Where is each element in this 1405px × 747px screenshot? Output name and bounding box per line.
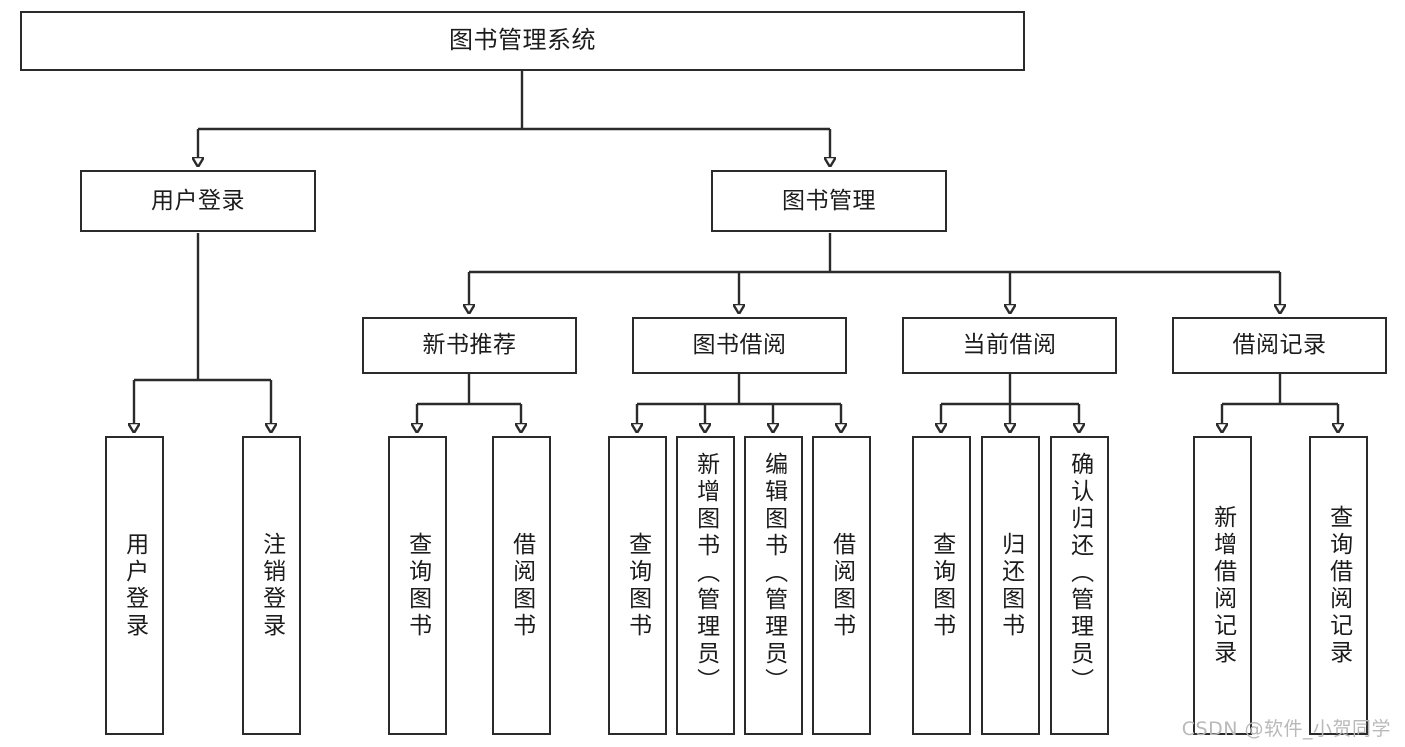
leaf-user-login-logout[interactable]: 注销登录 <box>242 436 301 735</box>
leaf-record-add-record-label: 新增借阅记录 <box>1209 504 1236 667</box>
leaf-record-add-record[interactable]: 新增借阅记录 <box>1193 436 1252 735</box>
node-user-login[interactable]: 用户登录 <box>80 170 316 232</box>
leaf-current-confirm-return[interactable]: 确认归还（管理员） <box>1050 436 1109 735</box>
leaf-recommend-query-book[interactable]: 查询图书 <box>388 436 447 735</box>
node-book-management[interactable]: 图书管理 <box>711 170 947 232</box>
leaf-borrow-edit-book-label: 编辑图书（管理员） <box>760 452 787 695</box>
leaf-current-confirm-return-label: 确认归还（管理员） <box>1066 452 1093 695</box>
node-root-system[interactable]: 图书管理系统 <box>20 11 1025 71</box>
node-current-borrow-label: 当前借阅 <box>962 332 1057 359</box>
node-borrow-record[interactable]: 借阅记录 <box>1172 317 1387 374</box>
leaf-borrow-add-book-label: 新增图书（管理员） <box>692 452 719 695</box>
csdn-watermark: CSDN @软件_小贺同学 <box>1181 718 1391 740</box>
node-book-borrow-label: 图书借阅 <box>692 332 787 359</box>
leaf-current-query-book[interactable]: 查询图书 <box>912 436 971 735</box>
node-root-system-label: 图书管理系统 <box>449 26 596 55</box>
leaf-current-return-book[interactable]: 归还图书 <box>981 436 1040 735</box>
node-borrow-record-label: 借阅记录 <box>1232 332 1327 359</box>
node-user-login-label: 用户登录 <box>151 187 245 214</box>
leaf-borrow-add-book[interactable]: 新增图书（管理员） <box>676 436 735 735</box>
node-book-borrow[interactable]: 图书借阅 <box>632 317 847 374</box>
node-book-management-label: 图书管理 <box>782 187 876 214</box>
leaf-user-login-login-label: 用户登录 <box>121 531 148 640</box>
leaf-record-query-record-label: 查询借阅记录 <box>1325 504 1352 667</box>
node-new-book-recommend[interactable]: 新书推荐 <box>362 317 577 374</box>
leaf-recommend-borrow-book[interactable]: 借阅图书 <box>492 436 551 735</box>
leaf-record-query-record[interactable]: 查询借阅记录 <box>1309 436 1368 735</box>
leaf-user-login-logout-label: 注销登录 <box>258 531 285 640</box>
leaf-borrow-query-book-label: 查询图书 <box>624 531 651 640</box>
leaf-borrow-borrow-book-label: 借阅图书 <box>828 531 855 640</box>
node-current-borrow[interactable]: 当前借阅 <box>902 317 1117 374</box>
leaf-borrow-edit-book[interactable]: 编辑图书（管理员） <box>744 436 803 735</box>
node-new-book-recommend-label: 新书推荐 <box>422 332 517 359</box>
leaf-current-query-book-label: 查询图书 <box>928 531 955 640</box>
leaf-recommend-query-book-label: 查询图书 <box>404 531 431 640</box>
leaf-borrow-query-book[interactable]: 查询图书 <box>608 436 667 735</box>
leaf-current-return-book-label: 归还图书 <box>997 531 1024 640</box>
leaf-user-login-login[interactable]: 用户登录 <box>105 436 164 735</box>
leaf-borrow-borrow-book[interactable]: 借阅图书 <box>812 436 871 735</box>
leaf-recommend-borrow-book-label: 借阅图书 <box>508 531 535 640</box>
